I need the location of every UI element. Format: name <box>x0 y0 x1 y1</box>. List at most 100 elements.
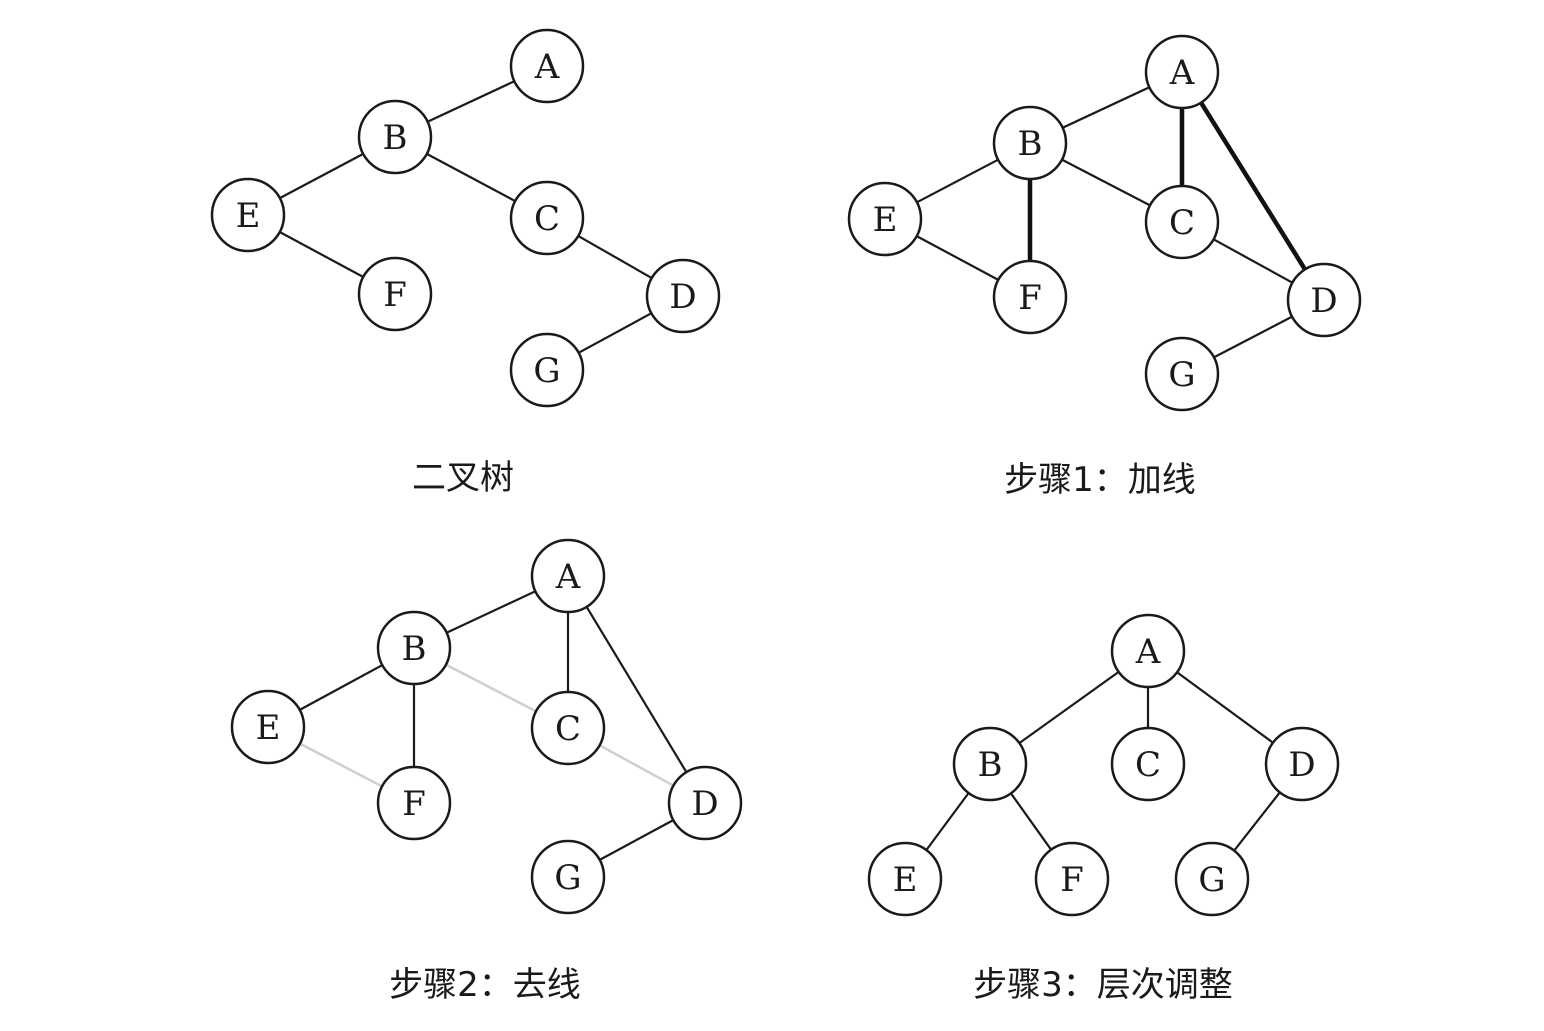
node-label: F <box>383 275 407 315</box>
node-circle <box>847 181 923 257</box>
edge-e-f <box>279 231 364 278</box>
node-d: D <box>667 765 743 841</box>
node-circle <box>230 689 306 765</box>
node-circle <box>1286 262 1362 338</box>
edge-a-b <box>446 590 536 634</box>
node-label: G <box>1198 860 1225 900</box>
edge-b-e <box>916 158 999 204</box>
node-circle <box>1110 726 1186 802</box>
node-circle <box>1174 841 1250 917</box>
node-circle <box>992 105 1068 181</box>
node-c: C <box>509 180 585 256</box>
edge-a-b <box>1062 86 1150 129</box>
edge-c-d <box>1213 238 1293 284</box>
edge-a-d <box>1176 671 1274 744</box>
node-b: B <box>376 610 452 686</box>
edge-a-b <box>1018 671 1120 744</box>
panel-nodes: A B C D E F G <box>230 538 743 915</box>
node-g: G <box>1174 841 1250 917</box>
node-label: C <box>1169 203 1195 243</box>
node-label: F <box>1018 278 1042 318</box>
node-a: A <box>530 538 606 614</box>
edge-d-g <box>578 312 652 354</box>
node-circle <box>376 765 452 841</box>
edge-e-f-removed <box>299 742 383 788</box>
node-g: G <box>530 839 606 915</box>
node-circle <box>667 765 743 841</box>
node-circle <box>992 259 1068 335</box>
edge-c-d-removed <box>598 744 675 787</box>
node-circle <box>1144 184 1220 260</box>
node-label: C <box>555 709 581 749</box>
node-f: F <box>1034 841 1110 917</box>
node-d: D <box>1286 262 1362 338</box>
node-a: A <box>1144 34 1220 110</box>
node-a: A <box>1110 613 1186 689</box>
node-label: C <box>1135 745 1161 785</box>
node-f: F <box>376 765 452 841</box>
node-label: B <box>978 745 1003 785</box>
node-label: F <box>1060 860 1084 900</box>
node-e: E <box>230 689 306 765</box>
node-label: A <box>1135 632 1161 672</box>
node-b: B <box>952 726 1028 802</box>
node-d: D <box>1264 726 1340 802</box>
node-d: D <box>645 258 721 334</box>
edge-b-e <box>299 664 383 711</box>
node-label: D <box>669 277 696 317</box>
node-label: E <box>873 200 898 240</box>
panel-nodes: A B C D E F G <box>210 28 721 408</box>
node-label: E <box>893 860 918 900</box>
edge-b-e <box>925 792 970 851</box>
node-f: F <box>357 256 433 332</box>
edge-b-f <box>1010 792 1052 851</box>
node-label: B <box>402 629 427 669</box>
edge-a-d-added <box>1199 101 1307 271</box>
node-label: B <box>1018 124 1043 164</box>
panel-step1-add-lines: A B C D E F G 步骤1：加线 <box>847 34 1362 500</box>
node-circle <box>645 258 721 334</box>
node-label: G <box>533 351 560 391</box>
node-circle <box>530 839 606 915</box>
node-c: C <box>530 690 606 766</box>
node-label: D <box>691 784 718 824</box>
node-label: G <box>554 858 581 898</box>
node-circle <box>376 610 452 686</box>
node-circle <box>1264 726 1340 802</box>
node-e: E <box>210 177 286 253</box>
node-circle <box>210 177 286 253</box>
panel-edges <box>299 590 688 861</box>
panel-caption: 步骤1：加线 <box>1004 460 1196 500</box>
node-label: F <box>402 784 426 824</box>
edge-b-c-removed <box>445 663 537 713</box>
edge-b-e <box>279 152 364 200</box>
edge-e-f <box>916 235 999 281</box>
node-f: F <box>992 259 1068 335</box>
node-label: A <box>534 47 560 87</box>
node-a: A <box>509 28 585 104</box>
node-circle <box>1110 613 1186 689</box>
panel-nodes: A B C D E F G <box>847 34 1362 412</box>
node-circle <box>509 28 585 104</box>
node-label: D <box>1288 745 1315 785</box>
node-e: E <box>847 181 923 257</box>
node-circle <box>1144 34 1220 110</box>
node-label: A <box>1169 53 1195 93</box>
edge-b-c <box>1061 158 1151 207</box>
node-label: D <box>1310 281 1337 321</box>
node-label: E <box>256 708 281 748</box>
node-circle <box>952 726 1028 802</box>
node-circle <box>357 256 433 332</box>
node-g: G <box>1144 336 1220 412</box>
panel-nodes: A B C D E F G <box>867 613 1340 917</box>
node-circle <box>1034 841 1110 917</box>
node-label: E <box>236 196 261 236</box>
node-label: B <box>383 118 408 158</box>
node-circle <box>509 180 585 256</box>
edge-d-g <box>1213 315 1293 359</box>
edge-d-g <box>599 819 674 861</box>
